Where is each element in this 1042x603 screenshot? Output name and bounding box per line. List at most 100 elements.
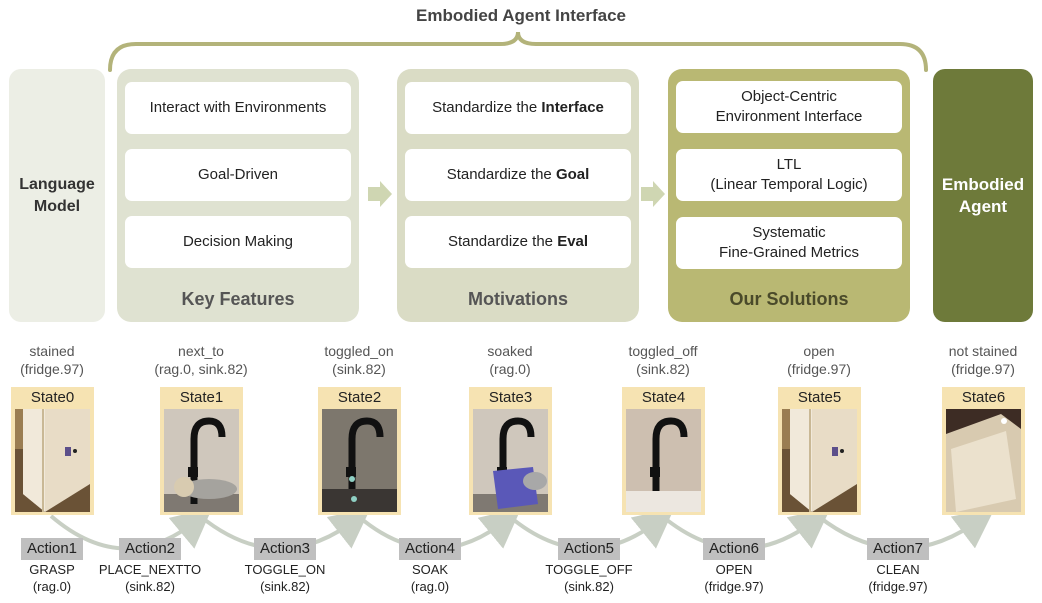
action-tag: Action4 <box>398 538 462 560</box>
chevron-right-icon <box>641 181 665 207</box>
motivation-prefix: Standardize the <box>446 166 556 183</box>
state-card: State4 <box>622 387 705 515</box>
action-tag: Action5 <box>557 538 621 560</box>
state-caption: open (fridge.97) <box>769 342 869 378</box>
solution-card: LTL (Linear Temporal Logic) <box>676 149 902 201</box>
motivations-title: Motivations <box>467 289 568 309</box>
action-argument: (fridge.97) <box>868 579 928 594</box>
state-argument: (sink.82) <box>636 361 690 377</box>
state-name: State0 <box>30 389 75 406</box>
state-scene-image <box>473 409 548 512</box>
solution-line1: Object-Centric <box>741 88 837 105</box>
embodied-agent-box: Embodied Agent <box>933 69 1033 322</box>
action-item: Action2 PLACE_NEXTTO (sink.82) <box>95 538 205 595</box>
action-argument: (rag.0) <box>410 579 450 594</box>
key-features-panel: Interact with Environments Goal-Driven D… <box>117 69 359 322</box>
state-scene-image <box>626 409 701 512</box>
solution-line2: Environment Interface <box>715 108 863 125</box>
state-caption: toggled_off (sink.82) <box>613 342 713 378</box>
solution-line2: Fine-Grained Metrics <box>718 244 860 261</box>
action-argument: (rag.0) <box>32 579 72 594</box>
state-card: State2 <box>318 387 401 515</box>
action-name: GRASP <box>29 562 75 577</box>
diagram-title: Embodied Agent Interface <box>415 6 626 25</box>
action-tag: Action3 <box>253 538 317 560</box>
language-model-line2: Model <box>33 197 81 215</box>
state-scene-image <box>782 409 857 512</box>
action-item: Action7 CLEAN (fridge.97) <box>843 538 953 595</box>
state-argument: (rag.0, sink.82) <box>154 361 248 377</box>
state-card: State5 <box>778 387 861 515</box>
action-tag: Action7 <box>866 538 930 560</box>
language-model-line1: Language <box>19 175 95 193</box>
state-caption: toggled_on (sink.82) <box>309 342 409 378</box>
action-argument: (sink.82) <box>260 579 310 594</box>
motivation-bold: Interface <box>541 99 604 116</box>
state-argument: (fridge.97) <box>951 361 1015 377</box>
state-scene-image <box>322 409 397 512</box>
state-card: State3 <box>469 387 552 515</box>
key-features-title: Key Features <box>181 289 295 309</box>
action-item: Action3 TOGGLE_ON (sink.82) <box>230 538 340 595</box>
top-brace <box>108 31 928 72</box>
action-item: Action6 OPEN (fridge.97) <box>679 538 789 595</box>
state-scene-image <box>15 409 90 512</box>
state-predicate: next_to <box>178 343 224 359</box>
state-name: State4 <box>641 389 686 406</box>
action-tag: Action6 <box>702 538 766 560</box>
state-caption: next_to (rag.0, sink.82) <box>151 342 251 378</box>
motivation-bold: Eval <box>557 233 589 250</box>
action-name: TOGGLE_ON <box>244 562 326 577</box>
state-predicate: soaked <box>487 343 533 359</box>
state-name: State3 <box>488 389 533 406</box>
state-card: State6 <box>942 387 1025 515</box>
state-card: State0 <box>11 387 94 515</box>
solutions-title: Our Solutions <box>729 289 849 309</box>
motivation-prefix: Standardize the <box>447 233 558 250</box>
motivation-prefix: Standardize the <box>432 99 542 116</box>
feature-card: Interact with Environments <box>125 82 351 134</box>
action-name: PLACE_NEXTTO <box>98 562 202 577</box>
state-name: State1 <box>179 389 224 406</box>
action-name: TOGGLE_OFF <box>545 562 633 577</box>
solution-line1: LTL <box>776 156 802 173</box>
action-argument: (fridge.97) <box>704 579 764 594</box>
action-item: Action1 GRASP (rag.0) <box>0 538 107 595</box>
state-predicate: toggled_on <box>324 343 394 359</box>
state-name: State5 <box>797 389 842 406</box>
state-argument: (rag.0) <box>489 361 531 377</box>
action-tag: Action2 <box>118 538 182 560</box>
state-predicate: not stained <box>948 343 1018 359</box>
state-scene-image <box>164 409 239 512</box>
motivation-card: Standardize the Eval <box>405 216 631 268</box>
solution-line2: (Linear Temporal Logic) <box>710 176 868 193</box>
embodied-agent-line2: Agent <box>958 196 1008 216</box>
state-caption: soaked (rag.0) <box>460 342 560 378</box>
state-name: State6 <box>961 389 1006 406</box>
embodied-agent-line1: Embodied <box>941 174 1025 194</box>
action-name: SOAK <box>411 562 449 577</box>
action-argument: (sink.82) <box>564 579 614 594</box>
state-argument: (sink.82) <box>332 361 386 377</box>
action-tag: Action1 <box>20 538 84 560</box>
feature-card: Goal-Driven <box>125 149 351 201</box>
action-item: Action5 TOGGLE_OFF (sink.82) <box>534 538 644 595</box>
feature-card: Decision Making <box>125 216 351 268</box>
state-predicate: stained <box>29 343 75 359</box>
state-caption: stained (fridge.97) <box>2 342 102 378</box>
state-caption: not stained (fridge.97) <box>933 342 1033 378</box>
state-predicate: open <box>803 343 835 359</box>
state-predicate: toggled_off <box>628 343 698 359</box>
state-card: State1 <box>160 387 243 515</box>
action-name: CLEAN <box>876 562 920 577</box>
motivations-panel: Standardize the Interface Standardize th… <box>397 69 639 322</box>
motivation-card: Standardize the Goal <box>405 149 631 201</box>
motivation-bold: Goal <box>555 166 590 183</box>
state-argument: (fridge.97) <box>20 361 84 377</box>
chevron-right-icon <box>368 181 392 207</box>
state-argument: (fridge.97) <box>787 361 851 377</box>
motivation-card: Standardize the Interface <box>405 82 631 134</box>
